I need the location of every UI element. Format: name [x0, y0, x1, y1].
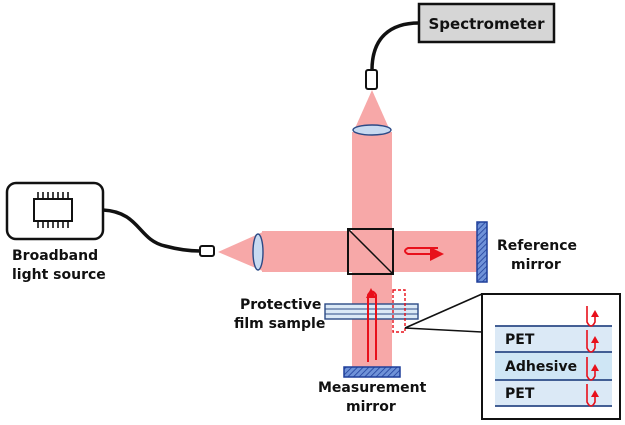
measurement-arrow-head [366, 288, 376, 298]
collimating-lens-left [252, 233, 264, 271]
beam-splitter-diagonal [347, 228, 394, 275]
measurement-mirror [343, 366, 401, 378]
fiber-connector-source [199, 245, 215, 257]
measurement-label-line2: mirror [346, 399, 396, 415]
reflection-arrow-2 [586, 330, 596, 353]
inset-layer-adhesive [495, 352, 612, 380]
spectrometer-box [417, 2, 556, 44]
light-source-label-line2: light source [12, 267, 106, 283]
reference-label-line1: Reference [497, 238, 577, 254]
reference-label-line2: mirror [511, 257, 561, 273]
reflection-arrow-1 [586, 306, 596, 327]
collimating-lens-top [352, 124, 392, 136]
beam-splitter [347, 228, 394, 275]
reference-mirror [476, 221, 488, 283]
callout-line [404, 293, 483, 329]
layer-inset: PET Adhesive PET [481, 293, 621, 420]
inset-layer-label-3: PET [505, 386, 535, 402]
vertical-beam [352, 132, 392, 368]
fiber-connector-top [365, 69, 378, 90]
inset-layer-pet-bottom [495, 380, 612, 406]
inset-layer-pet-top [495, 326, 612, 352]
inset-layer-label-2: Adhesive [505, 359, 577, 375]
sample-label-line1: Protective [240, 297, 321, 313]
sample-label-line2: film sample [234, 316, 325, 332]
source-fiber [102, 208, 201, 253]
reflection-arrow-3 [586, 357, 596, 381]
reflection-arrow-4 [586, 384, 596, 407]
protective-film-sample [324, 303, 419, 320]
zoom-region-marker [392, 289, 406, 333]
measurement-label-line1: Measurement [318, 380, 427, 396]
spectrometer-fiber [370, 21, 420, 71]
inset-layer-label-1: PET [505, 332, 535, 348]
reference-return-arrow [404, 247, 444, 261]
spectrometer-label: Spectrometer [428, 15, 545, 33]
callout-line-2 [404, 327, 483, 333]
spectrometer-beam [352, 90, 392, 135]
light-source-label-line1: Broadband [12, 248, 98, 264]
chip-icon [33, 192, 73, 228]
